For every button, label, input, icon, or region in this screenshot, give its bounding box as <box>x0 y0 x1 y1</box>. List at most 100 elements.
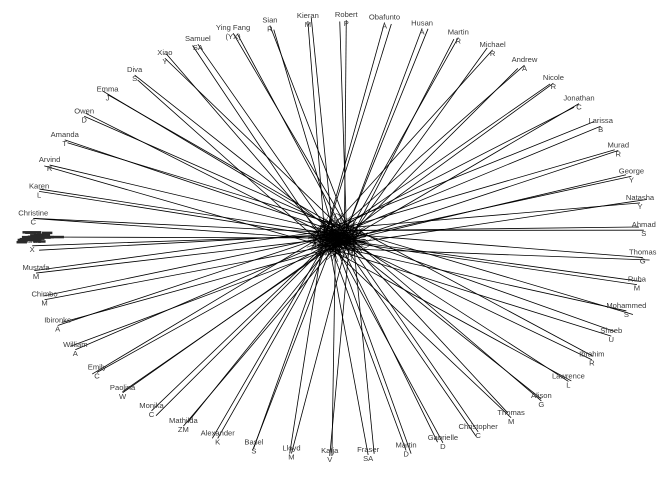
graph-edge <box>324 226 639 232</box>
graph-node-name: Ibrahim <box>579 350 604 359</box>
hub-edge <box>337 214 348 228</box>
graph-edge <box>44 241 353 301</box>
graph-node-name: Samuel <box>185 34 211 43</box>
graph-edge <box>64 139 352 238</box>
graph-node-name: Andrew <box>512 55 538 64</box>
graph-node-initial: A <box>73 349 79 358</box>
hub-edge <box>321 220 341 251</box>
graph-node-name: Lawrence <box>552 371 585 380</box>
hub-edge <box>351 250 354 261</box>
graph-edge <box>325 226 369 456</box>
graph-edge <box>70 244 340 347</box>
graph-node-initial: A <box>382 22 388 31</box>
graph-node-name: George <box>619 166 644 175</box>
graph-edge <box>49 164 338 234</box>
graph-edge <box>75 238 334 351</box>
graph-edge <box>35 238 332 274</box>
graph-node-name: Christine <box>18 208 48 217</box>
graph-node-initial: R <box>456 37 462 46</box>
overlapping-label-mark <box>33 240 46 243</box>
graph-node-name: Martin <box>448 28 469 37</box>
graph-node-name: Mohammed <box>606 301 646 310</box>
hub-edge <box>323 239 366 245</box>
hub-edge <box>328 232 358 251</box>
hub-edge <box>311 231 329 248</box>
graph-node-name: Chimbo <box>31 290 57 299</box>
graph-node-name: Thomas <box>629 248 657 257</box>
graph-node-name: Emily <box>88 362 107 371</box>
graph-edge <box>331 233 336 457</box>
graph-node-name: Amanda <box>51 130 80 139</box>
graph-edge <box>85 112 335 240</box>
hub-edge <box>343 227 349 249</box>
graph-node-initial: M <box>508 417 514 426</box>
overlapping-label-mark <box>17 238 42 242</box>
graph-node-initial: C <box>30 217 36 226</box>
hub-edge <box>333 224 340 229</box>
graph-node-initial: R <box>551 82 557 91</box>
graph-edge <box>329 226 352 456</box>
hub-edge <box>324 230 338 237</box>
hub-edge <box>324 238 359 251</box>
graph-node-name: Arvind <box>39 155 61 164</box>
graph-node-name: Katja <box>321 446 339 455</box>
graph-edge <box>352 233 375 454</box>
graph-node-name: Karen <box>29 181 49 190</box>
hub-edge <box>323 233 335 240</box>
graph-node-initial: M <box>41 299 47 308</box>
graph-edge <box>273 29 338 242</box>
graph-node-initial: L <box>37 190 41 199</box>
graph-edge <box>322 245 612 337</box>
graph-node-initial: K <box>215 437 220 446</box>
graph-node-initial: R <box>589 359 595 368</box>
graph-node-name: Murad <box>608 141 630 150</box>
graph-edge <box>33 218 339 241</box>
hub-edge <box>351 223 358 226</box>
graph-node-name: Sian <box>262 15 277 24</box>
graph-node-initial: C <box>475 431 481 440</box>
graph-edge <box>34 228 341 272</box>
graph-edge <box>344 236 509 414</box>
hub-edge <box>335 229 362 235</box>
graph-edge <box>91 233 326 375</box>
graph-node-name: William <box>63 340 87 349</box>
hub-edge <box>346 226 361 257</box>
hub-edge <box>318 225 342 237</box>
graph-edge <box>341 28 423 245</box>
graph-node-name: Robert <box>335 10 359 19</box>
graph-edge <box>39 188 339 236</box>
graph-node-name: Michael <box>480 40 506 49</box>
graph-node-initial: S <box>251 447 256 456</box>
hub-edge <box>342 230 363 251</box>
graph-edge <box>339 21 348 244</box>
graph-node-initial: Y <box>162 57 167 66</box>
graph-node-initial: B <box>598 125 603 134</box>
graph-edge <box>333 149 615 232</box>
graph-node-initial: M <box>634 284 640 293</box>
graph-edge <box>165 53 328 241</box>
graph-node-name: Basel <box>244 438 263 447</box>
graph-edge <box>344 38 455 250</box>
graph-node: Ying Fang(YX) <box>216 23 250 41</box>
graph-node-initial: A <box>55 324 61 333</box>
graph-node-name: Martin <box>396 441 417 450</box>
graph-node-initial: G <box>640 257 646 266</box>
graph-node-name: Mustafa <box>22 263 50 272</box>
